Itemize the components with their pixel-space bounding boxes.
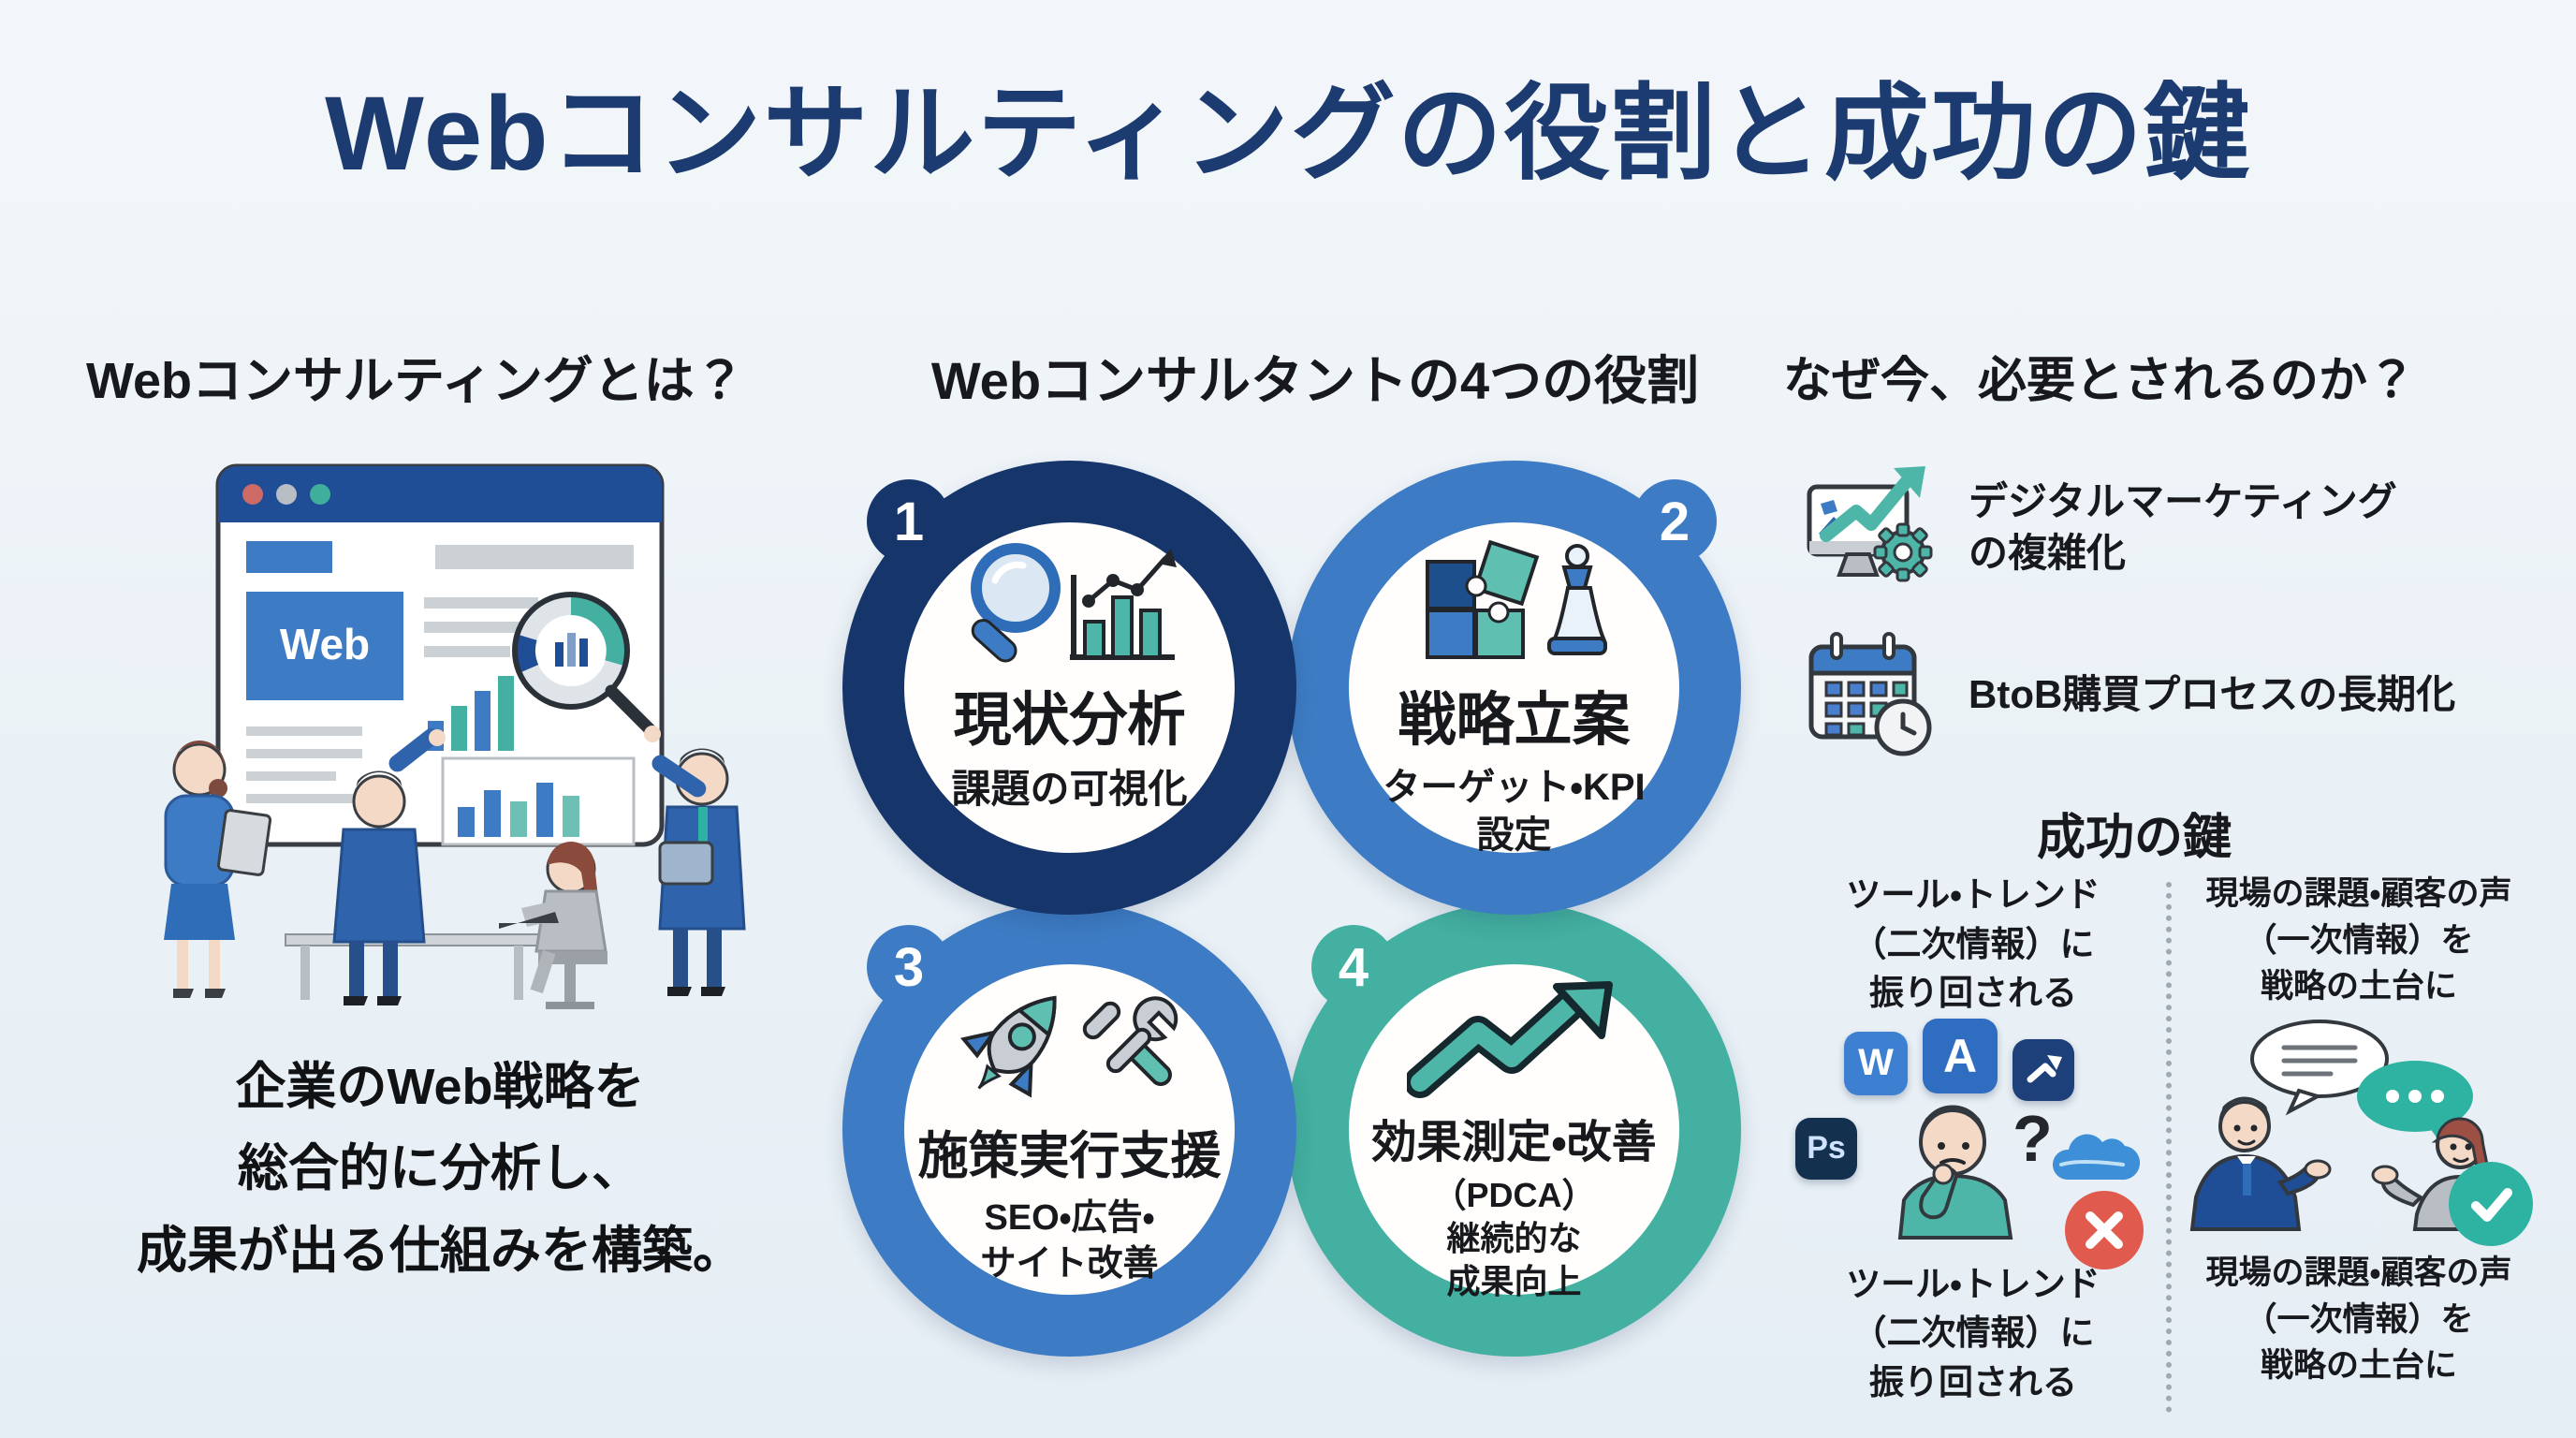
reason-item-digital-marketing: デジタルマーケティング の複雑化 <box>1802 448 2532 607</box>
role-title: 施策実行支援 <box>917 1128 1222 1184</box>
left-summary-text: 企業のWeb戦略を 総合的に分析し、 成果が出る仕組みを構築。 <box>66 1047 814 1292</box>
browser-window-icon: Web <box>215 463 665 847</box>
rocket-tools-icon <box>953 977 1187 1105</box>
role-subtitle: ターゲット・KPI 設定 <box>1383 767 1646 857</box>
gear-shape <box>1873 522 1933 581</box>
donut-chart-magnifier-icon <box>512 592 659 739</box>
magnifier-bar-chart-icon <box>958 536 1182 663</box>
role-subtitle: SEO・広告・ サイト改善 <box>980 1198 1159 1284</box>
bad-top-text: ツール・トレンド （二次情報）に 振り回される <box>1846 875 2100 1013</box>
rocket-shape <box>959 995 1057 1098</box>
analytics-app-icon: A <box>1923 1018 1998 1093</box>
role-title: 現状分析 <box>953 688 1186 753</box>
speech-bubble-white <box>2250 1020 2389 1116</box>
table-shape <box>285 933 539 1000</box>
good-bottom-text: 現場の課題・顧客の声 （一次情報）を 戦略の土台に <box>2205 1255 2512 1385</box>
wordpress-app-icon: W <box>1844 1031 1908 1095</box>
man-pointing-figure <box>332 728 446 1005</box>
rising-bar-chart-icon <box>428 676 514 751</box>
role-title: 戦略立案 <box>1398 688 1631 753</box>
photoshop-app-icon: Ps <box>1795 1117 1857 1180</box>
role-subtitle: 課題の可視化 <box>951 767 1188 811</box>
man-tablet-figure <box>644 726 746 996</box>
woman-clipboard-figure <box>164 741 272 998</box>
browser-web-label: Web <box>280 620 370 668</box>
reason-text: デジタルマーケティング の複雑化 <box>1969 478 2397 575</box>
role-subtitle: （PDCA） 継続的な 成果向上 <box>1432 1176 1596 1301</box>
success-key-header: 成功の鍵 <box>2036 811 2232 865</box>
role-circle-current-analysis: 1 現状分析 課題の可視化 <box>842 461 1296 915</box>
bar-chart-card-icon <box>441 756 636 846</box>
role-circle-measurement-improvement: 4 効果測定・改善 （PDCA） 継続的な 成果向上 <box>1287 902 1741 1357</box>
wrench-screwdriver-shape <box>1082 996 1178 1086</box>
monitor-growth-gear-icon <box>1802 455 1942 600</box>
tool-overload-illustration: W A Ps <box>1790 1018 2157 1269</box>
salesforce-cloud-icon <box>2041 1129 2144 1199</box>
seated-woman-laptop-figure <box>499 842 607 1009</box>
share-arrow-app-icon <box>2012 1038 2074 1101</box>
check-mark-icon <box>2449 1162 2533 1247</box>
question-mark: ? <box>2012 1101 2053 1175</box>
chess-piece-shape <box>1546 544 1607 655</box>
bad-bottom-text: ツール・トレンド （二次情報）に 振り回される <box>1846 1264 2100 1401</box>
right-section-header: なぜ今、必要とされるのか？ <box>1783 354 2417 408</box>
success-key-comparison: ツール・トレンド （二次情報）に 振り回される W A Ps <box>1790 871 2539 1418</box>
calendar-clock-icon <box>1802 623 1942 768</box>
role-number-badge: 3 <box>867 925 951 1009</box>
man-talking-figure <box>2189 1096 2332 1232</box>
puzzle-chess-icon <box>1407 536 1622 663</box>
summary-line: 成果が出る仕組みを構築。 <box>137 1222 743 1279</box>
summary-line: 総合的に分析し、 <box>238 1140 642 1197</box>
page-title: Webコンサルティングの役割と成功の鍵 <box>325 75 2251 192</box>
x-mark-icon <box>2065 1190 2144 1269</box>
team-whiteboard-illustration-svg: Web <box>164 463 746 1009</box>
role-number-badge: 4 <box>1311 925 1396 1009</box>
role-circle-strategy-planning: 2 戦略立案 ターゲット・KPI 設定 <box>1287 461 1741 915</box>
dotted-divider <box>2166 882 2172 1413</box>
summary-line: 企業のWeb戦略を <box>235 1059 645 1115</box>
middle-section-header: Webコンサルタントの4つの役割 <box>930 351 1700 410</box>
role-number-badge: 1 <box>867 479 951 564</box>
reason-text: BtoB購買プロセスの長期化 <box>1969 672 2456 717</box>
growth-arrow-icon <box>1406 977 1622 1099</box>
reason-item-btob-process: BtoB購買プロセスの長期化 <box>1802 620 2532 770</box>
left-section-header: Webコンサルティングとは？ <box>86 353 745 409</box>
good-top-text: 現場の課題・顧客の声 （一次情報）を 戦略の土台に <box>2205 875 2512 1005</box>
comparison-column-good: 現場の課題・顧客の声 （一次情報）を 戦略の土台に <box>2179 871 2539 1389</box>
conversation-illustration <box>2179 1014 2539 1248</box>
comparison-column-bad: ツール・トレンド （二次情報）に 振り回される W A Ps <box>1790 871 2157 1407</box>
consulting-team-illustration: Web <box>98 440 763 1020</box>
confused-person-illustration <box>1880 1097 2029 1266</box>
role-title: 効果測定・改善 <box>1371 1118 1657 1167</box>
role-number-badge: 2 <box>1632 479 1717 564</box>
role-circle-execution-support: 3 施策実行支援 SEO・広告 <box>842 902 1296 1357</box>
